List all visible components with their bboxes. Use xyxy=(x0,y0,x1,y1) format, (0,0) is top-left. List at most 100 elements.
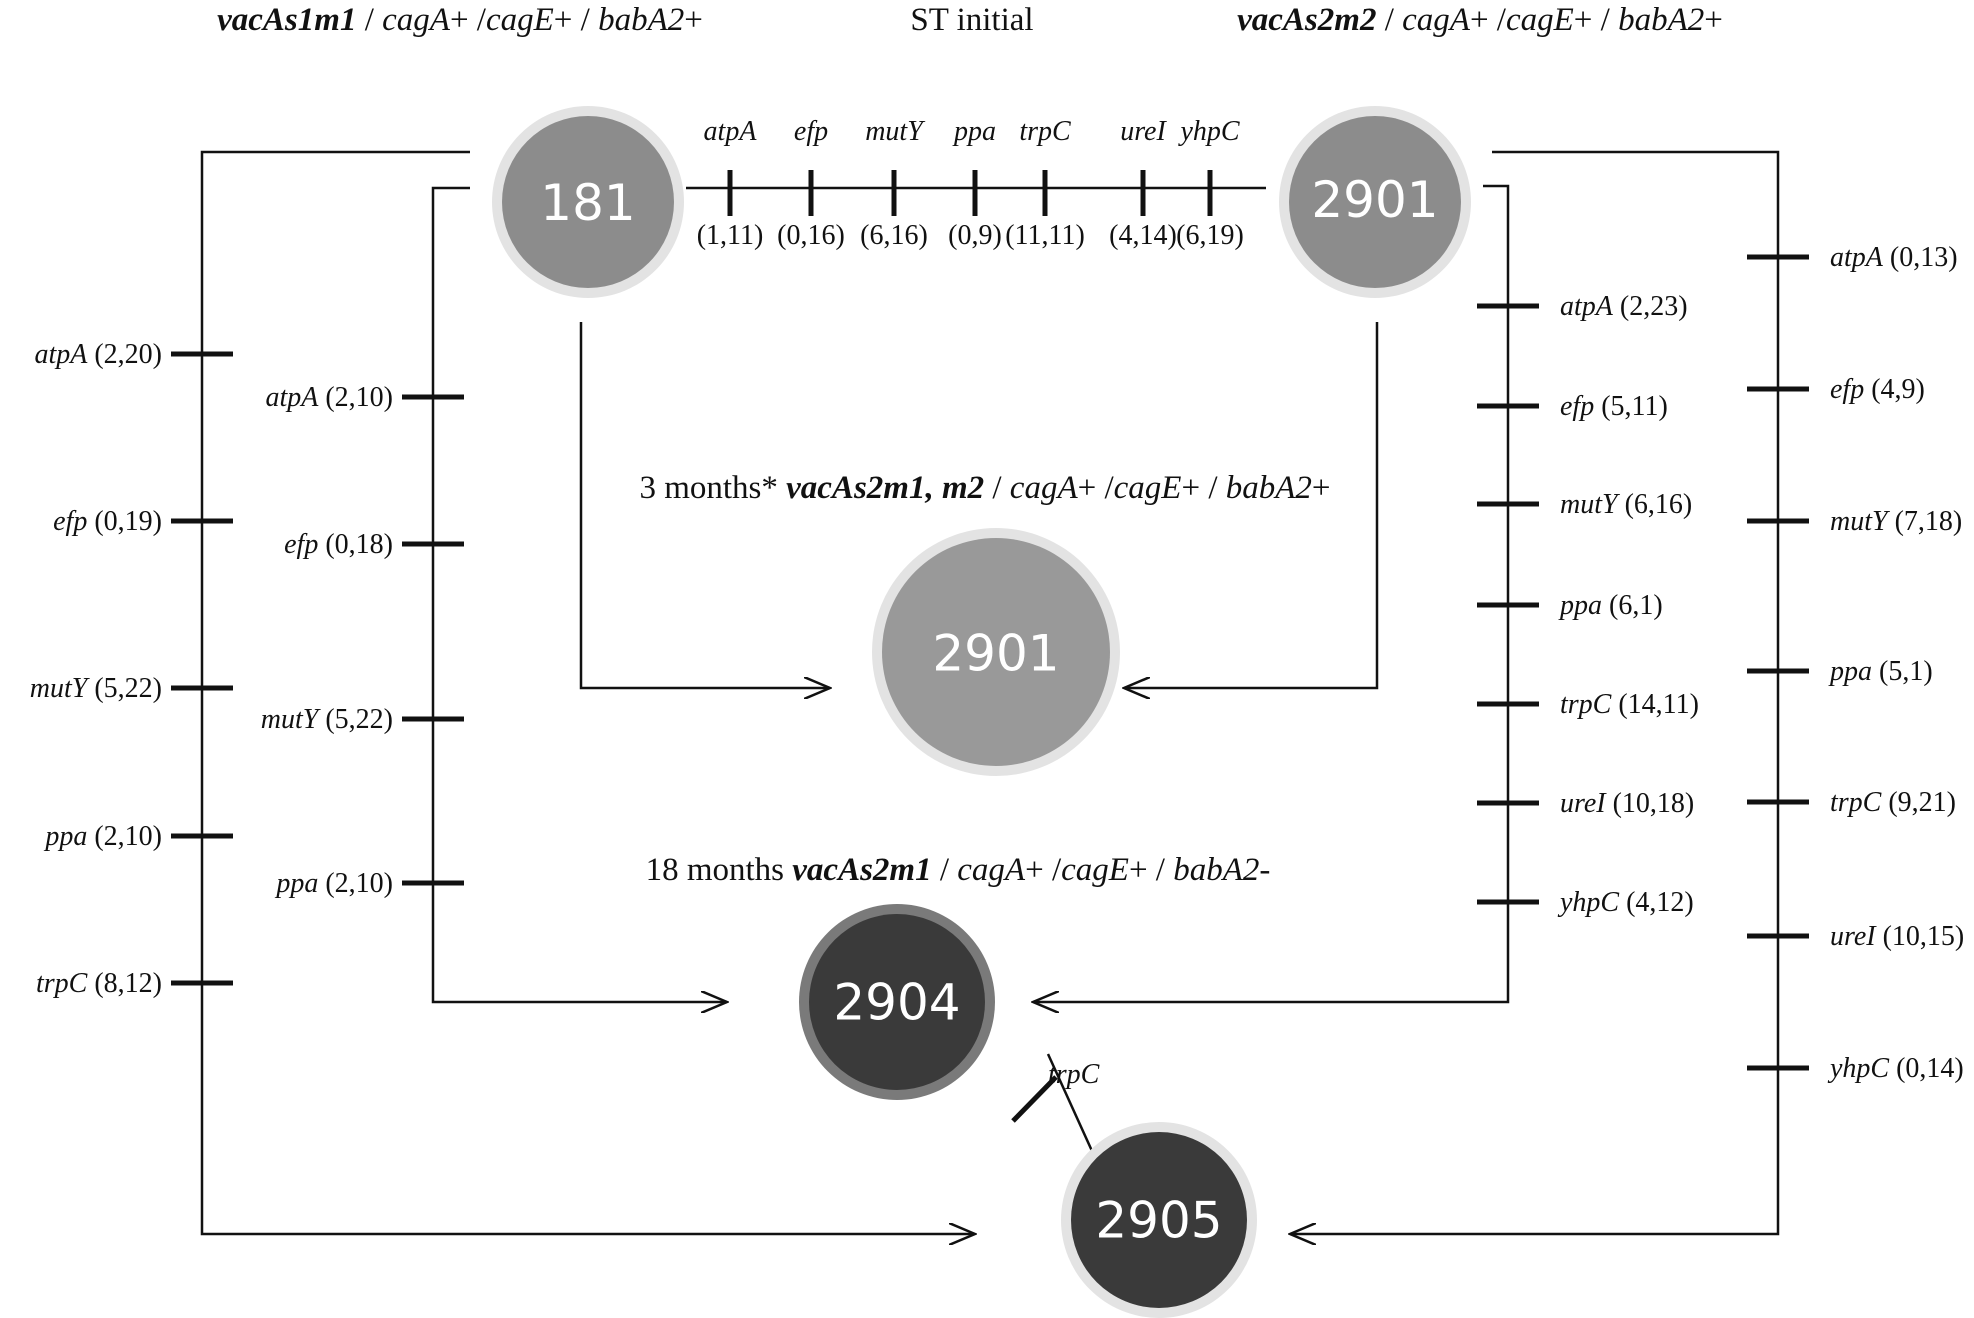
left-outer-locus-value-mutY: (5,22) xyxy=(87,673,162,704)
right-outer-locus-gene-atpA: atpA xyxy=(1830,242,1884,273)
left-outer-locus-label-trpC: trpC (8,12) xyxy=(36,968,162,999)
title-3-months-genotype-run-4: + / xyxy=(1078,470,1115,506)
title-initial-right-genotype-run-5: + / xyxy=(1574,2,1618,38)
node-st2901_mid-disc xyxy=(882,538,1110,766)
top-locus-value-trpC: (11,11) xyxy=(1005,220,1085,251)
right-outer-locus-label-trpC: trpC (9,21) xyxy=(1830,787,1956,818)
node-st2901_mid-label: 2901 xyxy=(932,625,1059,683)
right-inner-locus-gene-atpA: atpA xyxy=(1560,291,1614,322)
title-initial-right-genotype-run-7: + xyxy=(1704,2,1723,38)
right-outer-locus-gene-efp: efp xyxy=(1830,374,1864,405)
right-inner-locus-label-ureI: ureI (10,18) xyxy=(1560,788,1694,819)
node-st2901_top-label: 2901 xyxy=(1311,171,1438,229)
left-outer-locus-value-atpA: (2,20) xyxy=(87,339,162,370)
left-inner-locus-value-ppa: (2,10) xyxy=(318,868,393,899)
top-locus-value-ppa: (0,9) xyxy=(948,220,1002,251)
right-outer-locus-value-mutY: (7,18) xyxy=(1888,506,1963,537)
top-locus-gene-ureI: ureI xyxy=(1120,116,1167,147)
title-18-months-genotype-run-4: + / xyxy=(1025,852,1062,888)
left-outer-locus-label-efp: efp (0,19) xyxy=(53,506,162,537)
node-st2901_top-disc xyxy=(1289,116,1461,288)
left-inner-locus-label-efp: efp (0,18) xyxy=(284,529,393,560)
right-outer-locus-value-ppa: (5,1) xyxy=(1872,656,1933,687)
locus-group-right-inner: atpA (2,23) efp (5,11) mutY (6,16) ppa (6,1… xyxy=(1477,291,1699,918)
title-initial-right-genotype-run-2: cagA xyxy=(1402,2,1471,38)
top-locus-gene-ppa: ppa xyxy=(952,116,996,147)
title-3-months-genotype-run-8: + xyxy=(1312,470,1331,506)
right-outer-locus-label-efp: efp (4,9) xyxy=(1830,374,1925,405)
right-inner-locus-gene-mutY: mutY xyxy=(1560,489,1621,520)
right-outer-locus-value-ureI: (10,15) xyxy=(1876,921,1965,952)
right-inner-locus-label-mutY: mutY (6,16) xyxy=(1560,489,1692,520)
right-inner-locus-label-trpC: trpC (14,11) xyxy=(1560,689,1699,720)
right-inner-locus-label-ppa: ppa (6,1) xyxy=(1558,590,1663,621)
path-2901-to-2901-mid xyxy=(1124,322,1379,688)
left-inner-locus-gene-efp: efp xyxy=(284,529,318,560)
right-outer-locus-value-yhpC: (0,14) xyxy=(1889,1053,1964,1084)
left-inner-locus-gene-mutY: mutY xyxy=(261,704,322,735)
title-3-months-genotype-run-5: cagE xyxy=(1114,470,1182,506)
link-2904-2905 xyxy=(1046,1053,1094,1152)
right-outer-locus-label-ureI: ureI (10,15) xyxy=(1830,921,1964,952)
title-initial-left-genotype-run-4: cagE xyxy=(486,2,554,38)
top-locus-gene-atpA: atpA xyxy=(704,116,758,147)
title-3-months-genotype-run-1: vacAs2m1, m2 xyxy=(786,470,984,506)
node-st181: 181 xyxy=(492,106,684,298)
right-inner-locus-value-yhpC: (4,12) xyxy=(1619,887,1694,918)
title-initial-left-genotype-run-1: / xyxy=(356,2,382,38)
link-2904-2905-tick xyxy=(1011,1075,1058,1123)
path-181-to-2901-mid xyxy=(579,322,830,688)
title-18-months-genotype-run-5: cagE xyxy=(1061,852,1129,888)
top-locus-value-yhpC: (6,19) xyxy=(1176,220,1244,251)
title-3-months-genotype-run-0: 3 months* xyxy=(639,470,786,506)
right-inner-locus-gene-ppa: ppa xyxy=(1558,590,1602,621)
right-inner-locus-label-yhpC: yhpC (4,12) xyxy=(1557,887,1694,918)
right-inner-locus-value-mutY: (6,16) xyxy=(1618,489,1693,520)
node-st2901_mid: 2901 xyxy=(872,528,1120,776)
title-initial-right-genotype-run-0: vacAs2m2 xyxy=(1237,2,1376,38)
left-outer-locus-gene-trpC: trpC xyxy=(36,968,88,999)
title-initial-right-genotype-run-1: / xyxy=(1376,2,1402,38)
right-outer-locus-gene-yhpC: yhpC xyxy=(1827,1053,1889,1084)
node-st2904: 2904 xyxy=(799,904,995,1100)
locus-group-top-link: atpA(1,11)efp(0,16)mutY(6,16)ppa(0,9)trp… xyxy=(697,116,1244,251)
right-inner-locus-gene-trpC: trpC xyxy=(1560,689,1612,720)
left-outer-locus-label-ppa: ppa (2,10) xyxy=(43,821,162,852)
title-18-months-genotype-run-2: / xyxy=(932,852,958,888)
right-inner-locus-gene-yhpC: yhpC xyxy=(1557,887,1619,918)
title-initial-left-genotype-run-5: + / xyxy=(554,2,598,38)
title-18-months-genotype-run-7: babA2 xyxy=(1173,852,1259,888)
title-st-initial-run-0: ST initial xyxy=(910,2,1033,38)
title-initial-left-genotype-run-0: vacAs1m1 xyxy=(217,2,356,38)
node-st2905-disc xyxy=(1071,1132,1247,1308)
right-outer-locus-value-atpA: (0,13) xyxy=(1883,242,1958,273)
right-outer-locus-value-efp: (4,9) xyxy=(1864,374,1925,405)
locus-group-left-outer: atpA (2,20)efp (0,19)mutY (5,22)ppa (2,1… xyxy=(30,339,233,999)
right-inner-locus-value-atpA: (2,23) xyxy=(1613,291,1688,322)
title-3-months-genotype-run-3: cagA xyxy=(1010,470,1079,506)
right-inner-locus-gene-efp: efp xyxy=(1560,391,1594,422)
node-st2904-disc xyxy=(809,914,985,1090)
right-inner-locus-label-efp: efp (5,11) xyxy=(1560,391,1668,422)
title-18-months-genotype: 18 months vacAs2m1 / cagA+ /cagE+ / babA… xyxy=(646,852,1271,888)
right-outer-locus-gene-ppa: ppa xyxy=(1828,656,1872,687)
title-18-months-genotype-run-3: cagA xyxy=(957,852,1026,888)
title-18-months-genotype-run-1: vacAs2m1 xyxy=(792,852,931,888)
title-3-months-genotype-run-2: / xyxy=(984,470,1010,506)
title-3-months-genotype: 3 months* vacAs2m1, m2 / cagA+ /cagE+ / … xyxy=(639,470,1330,506)
right-outer-locus-label-yhpC: yhpC (0,14) xyxy=(1827,1053,1964,1084)
title-18-months-genotype-run-6: + / xyxy=(1129,852,1173,888)
title-initial-right-genotype-run-3: + / xyxy=(1470,2,1507,38)
top-locus-value-atpA: (1,11) xyxy=(697,220,764,251)
node-st181-label: 181 xyxy=(540,174,635,232)
left-inner-locus-gene-ppa: ppa xyxy=(274,868,318,899)
title-3-months-genotype-run-7: babA2 xyxy=(1226,470,1312,506)
path-181-to-2905 xyxy=(200,150,975,1234)
left-outer-locus-value-ppa: (2,10) xyxy=(87,821,162,852)
title-initial-left-genotype-run-2: cagA xyxy=(382,2,451,38)
path-181-to-2904 xyxy=(431,186,727,1002)
left-outer-locus-value-efp: (0,19) xyxy=(87,506,162,537)
left-inner-locus-label-mutY: mutY (5,22) xyxy=(261,704,393,735)
